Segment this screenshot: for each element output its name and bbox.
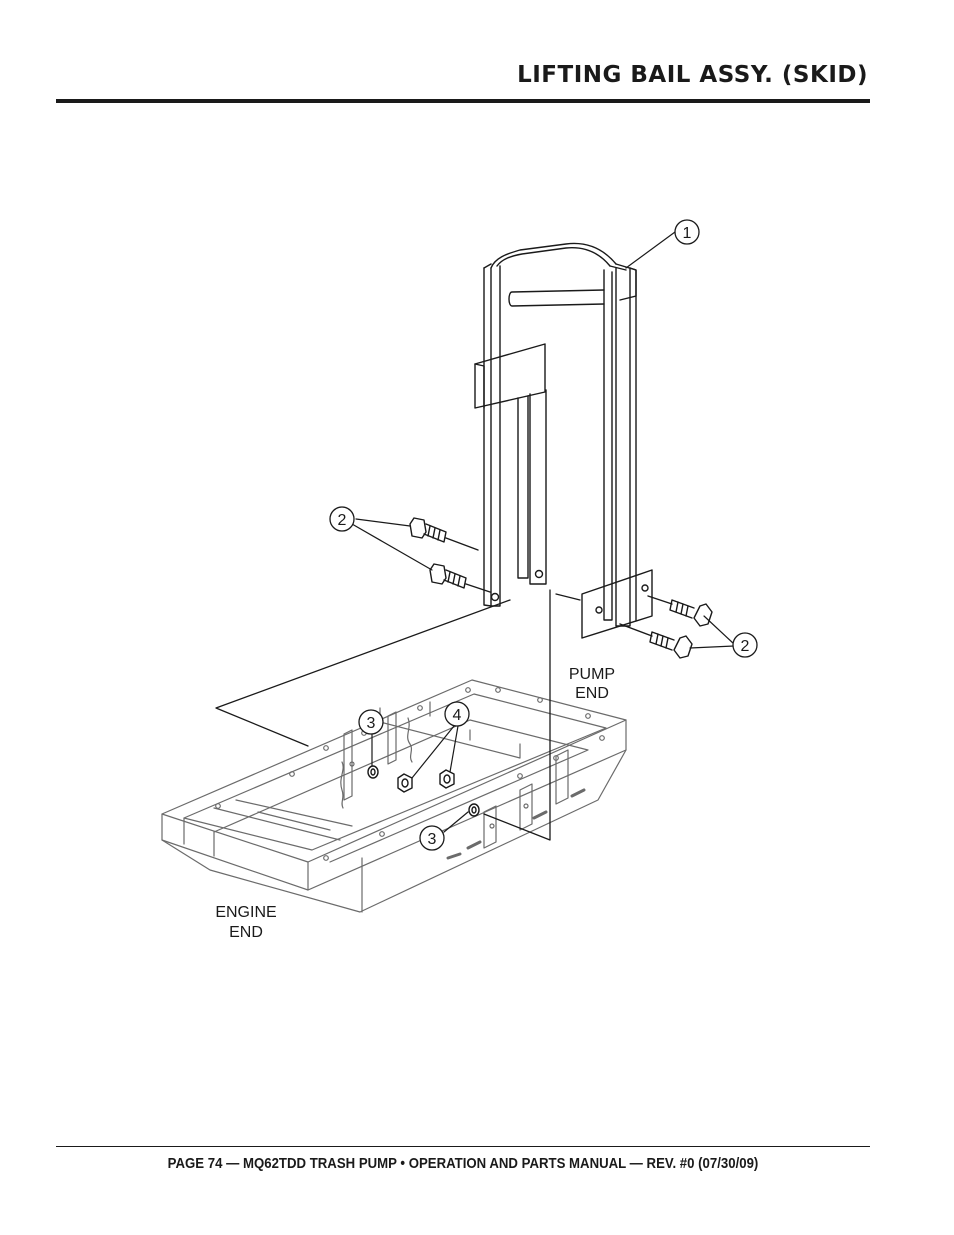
capscrews-right (619, 595, 713, 659)
page-footer: PAGE 74 — MQ62TDD TRASH PUMP • OPERATION… (167, 1155, 759, 1172)
callout-4: 4 (444, 701, 470, 727)
leader-lines (351, 231, 735, 833)
svg-text:END: END (229, 924, 263, 941)
callout-2-right: 2 (732, 632, 758, 658)
svg-text:1: 1 (683, 225, 692, 242)
svg-text:ENGINE: ENGINE (215, 904, 276, 921)
engine-end-label: ENGINE END (215, 904, 276, 941)
svg-text:2: 2 (741, 638, 750, 655)
svg-text:2: 2 (338, 512, 347, 529)
callout-3-bottom: 3 (419, 825, 445, 851)
callouts: 1 2 2 3 3 4 (329, 219, 758, 851)
footer-rule (56, 1146, 870, 1147)
svg-text:END: END (575, 685, 609, 702)
hardware (367, 765, 480, 817)
callout-3-top: 3 (358, 709, 384, 735)
callout-2-left: 2 (329, 506, 355, 532)
svg-text:PUMP: PUMP (569, 666, 615, 683)
svg-text:3: 3 (428, 831, 437, 848)
title-rule (56, 99, 870, 103)
pump-end-label: PUMP END (569, 666, 615, 702)
skid-frame (161, 679, 627, 913)
page-title: LIFTING BAIL ASSY. (SKID) (517, 62, 868, 88)
callout-1: 1 (674, 219, 700, 245)
svg-text:4: 4 (453, 707, 462, 724)
capscrews-left (409, 517, 491, 593)
assembly-lines (215, 589, 581, 841)
lifting-bail (474, 242, 653, 639)
svg-text:3: 3 (367, 715, 376, 732)
